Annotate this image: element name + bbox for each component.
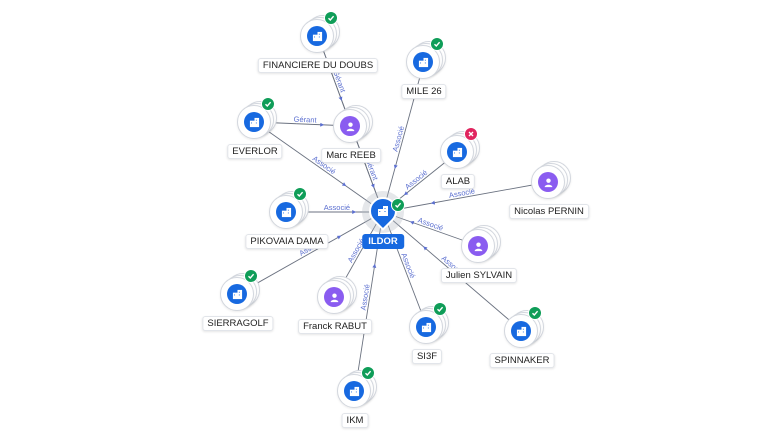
node-label: FINANCIERE DU DOUBS bbox=[257, 58, 379, 73]
edge-line bbox=[382, 181, 550, 213]
node-stack bbox=[531, 161, 571, 200]
person-icon bbox=[324, 287, 344, 307]
node-stack bbox=[409, 302, 449, 345]
verified-check-icon bbox=[244, 269, 258, 283]
node-stack bbox=[220, 269, 260, 312]
company-building-icon bbox=[244, 112, 264, 132]
company-building-icon bbox=[276, 202, 296, 222]
node-disc bbox=[531, 165, 565, 199]
node-label: Marc REEB bbox=[321, 148, 381, 163]
node-stack bbox=[504, 306, 544, 349]
person-icon bbox=[468, 236, 488, 256]
node-label: Franck RABUT bbox=[298, 319, 372, 334]
verified-check-icon bbox=[430, 37, 444, 51]
node-label: IKM bbox=[341, 413, 369, 428]
node-label: SIERRAGOLF bbox=[202, 316, 274, 331]
node-stack bbox=[317, 276, 357, 315]
node-stack bbox=[406, 37, 446, 80]
verified-check-icon bbox=[433, 302, 447, 316]
node-label: SI3F bbox=[411, 349, 443, 364]
node-stack bbox=[269, 187, 309, 230]
company-building-icon bbox=[511, 321, 531, 341]
edge-line bbox=[237, 211, 384, 295]
closed-cross-icon bbox=[464, 127, 478, 141]
node-label: EVERLOR bbox=[227, 144, 283, 159]
node-label: Nicolas PERNIN bbox=[509, 204, 589, 219]
edge-line bbox=[382, 211, 428, 328]
node-stack bbox=[237, 97, 277, 140]
company-building-icon bbox=[227, 284, 247, 304]
edge-line bbox=[254, 121, 384, 213]
center-node-label: ILDOR bbox=[362, 234, 404, 249]
verified-check-icon bbox=[391, 198, 405, 212]
node-label: MILE 26 bbox=[401, 84, 447, 99]
node-stack bbox=[300, 11, 340, 54]
company-building-icon bbox=[375, 203, 391, 219]
verified-check-icon bbox=[324, 11, 338, 25]
company-building-icon bbox=[413, 52, 433, 72]
node-label: Julien SYLVAIN bbox=[440, 268, 518, 283]
edge-label: Associé bbox=[324, 203, 350, 212]
node-stack bbox=[440, 127, 480, 170]
edge-label: Gérant bbox=[293, 115, 317, 125]
node-stack bbox=[337, 366, 377, 409]
node-label: SPINNAKER bbox=[489, 353, 555, 368]
node-label: PIKOVAIA DAMA bbox=[245, 234, 329, 249]
company-building-icon bbox=[344, 381, 364, 401]
verified-check-icon bbox=[528, 306, 542, 320]
verified-check-icon bbox=[261, 97, 275, 111]
person-icon bbox=[340, 116, 360, 136]
verified-check-icon bbox=[293, 187, 307, 201]
person-icon bbox=[538, 172, 558, 192]
company-building-icon bbox=[416, 317, 436, 337]
node-stack bbox=[333, 105, 373, 144]
verified-check-icon bbox=[361, 366, 375, 380]
company-building-icon bbox=[307, 26, 327, 46]
node-label: ALAB bbox=[440, 174, 476, 189]
company-building-icon bbox=[447, 142, 467, 162]
node-stack bbox=[461, 225, 501, 264]
